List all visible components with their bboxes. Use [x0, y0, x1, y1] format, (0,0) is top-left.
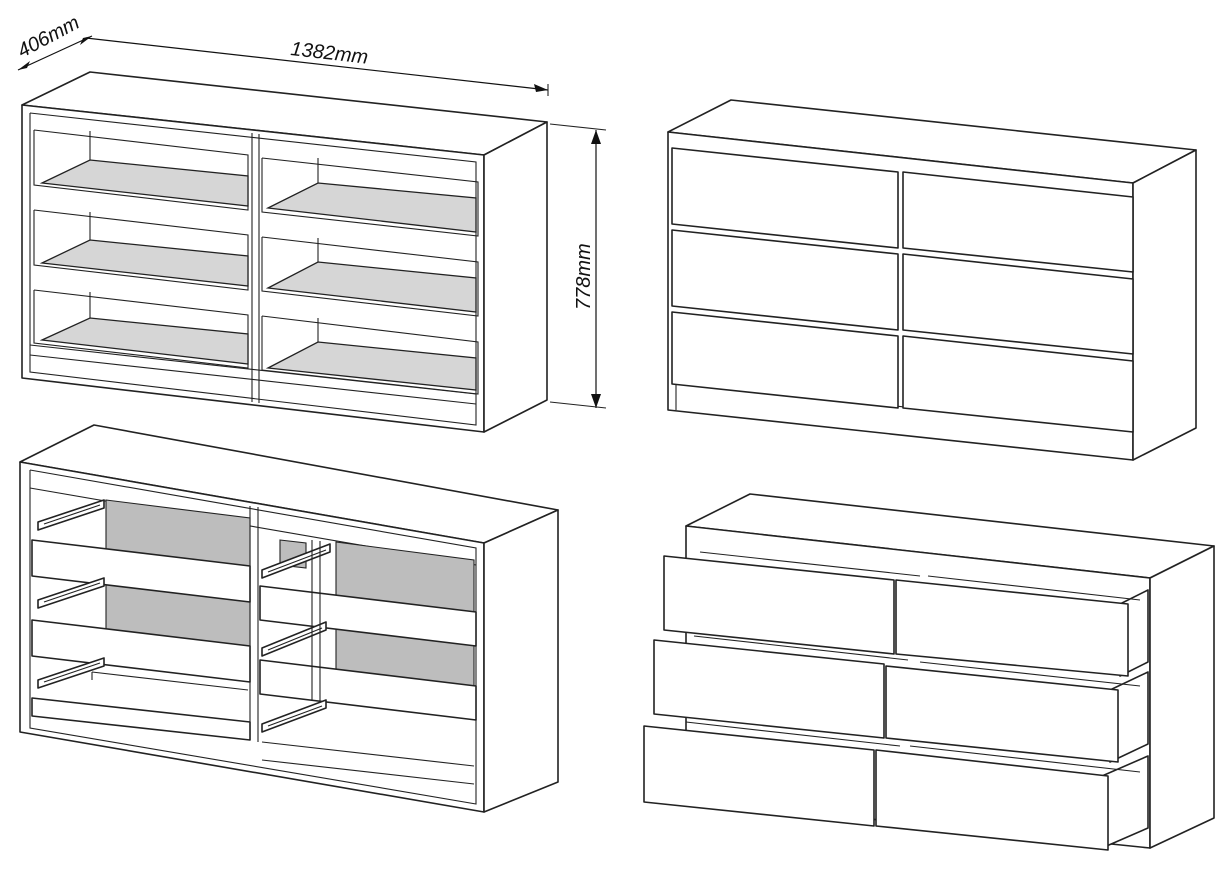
depth-label: 406mm	[14, 12, 83, 63]
width-label: 1382mm	[289, 38, 369, 69]
open-drawer-right-1	[895, 579, 1129, 677]
height-label: 778mm	[573, 243, 595, 310]
drawer-front-right-1	[902, 171, 1134, 273]
dimension-depth: 406mm	[14, 12, 93, 71]
drawer-box-right-3	[261, 315, 479, 395]
drawer-front-left-2	[671, 229, 899, 331]
drawer-box-right-2	[261, 236, 479, 317]
drawer-front-left-1	[671, 147, 899, 249]
dimension-height: 778mm	[549, 123, 607, 409]
view-drawers-open	[643, 493, 1215, 851]
drawer-runners	[37, 499, 331, 733]
open-drawer-right-3	[875, 749, 1109, 851]
drawer-front-left-3	[671, 311, 899, 409]
drawer-box-right-1	[261, 157, 479, 237]
open-drawer-left-1	[663, 555, 895, 655]
drawer-front-right-3	[902, 335, 1134, 433]
open-drawer-right-2	[885, 665, 1119, 763]
view-open-frame: 406mm 1382mm 778mm	[14, 12, 607, 433]
drawer-box-left-2	[33, 209, 249, 291]
view-closed-dresser	[667, 99, 1197, 461]
drawer-box-left-3	[33, 289, 249, 369]
open-drawer-left-2	[653, 639, 885, 739]
open-drawer-left-3	[643, 725, 875, 827]
drawer-front-right-2	[902, 253, 1134, 355]
view-frame-with-runners	[19, 424, 559, 813]
drawer-box-left-1	[33, 129, 249, 211]
